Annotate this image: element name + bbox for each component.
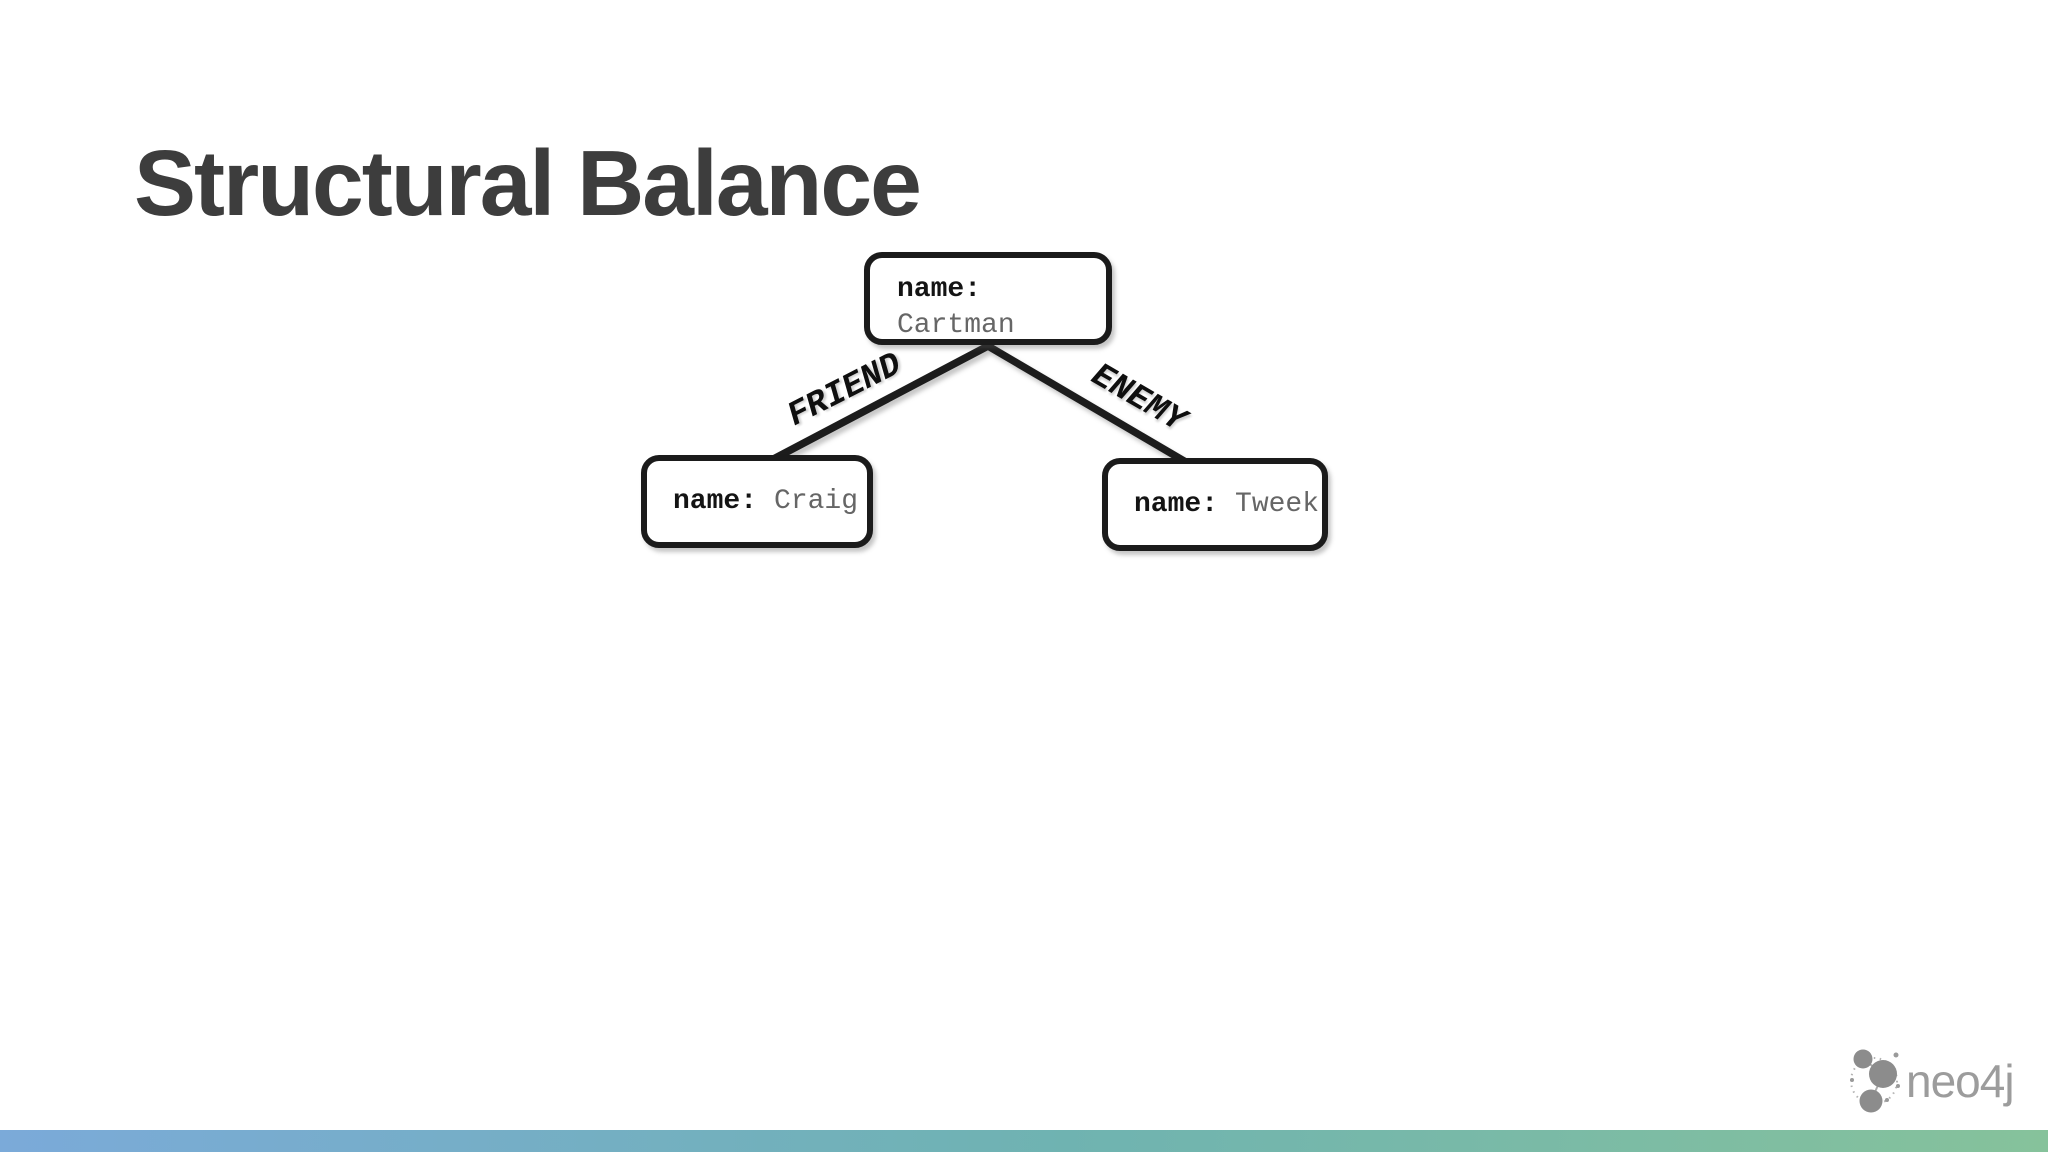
node-craig-property-key: name: — [673, 486, 758, 517]
node-tweek-property-value: Tweek — [1235, 489, 1320, 520]
page-title: Structural Balance — [134, 131, 922, 235]
node-craig: name: Craig — [641, 455, 873, 548]
neo4j-logo: neo4j — [1850, 1049, 2015, 1113]
edge-label-friend: FRIEND — [781, 346, 909, 436]
neo4j-graph-icon — [1850, 1049, 1900, 1113]
node-cartman: name: Cartman — [864, 252, 1112, 345]
neo4j-logo-text: neo4j — [1906, 1055, 2014, 1107]
node-tweek: name: Tweek — [1102, 458, 1328, 551]
node-craig-property-value: Craig — [774, 486, 859, 517]
node-cartman-property-value: Cartman — [897, 310, 1015, 341]
edge-label-enemy: ENEMY — [1084, 357, 1192, 441]
footer-gradient-bar — [0, 1130, 2048, 1152]
node-tweek-property-key: name: — [1134, 489, 1219, 520]
node-cartman-property-key: name: — [897, 274, 982, 305]
